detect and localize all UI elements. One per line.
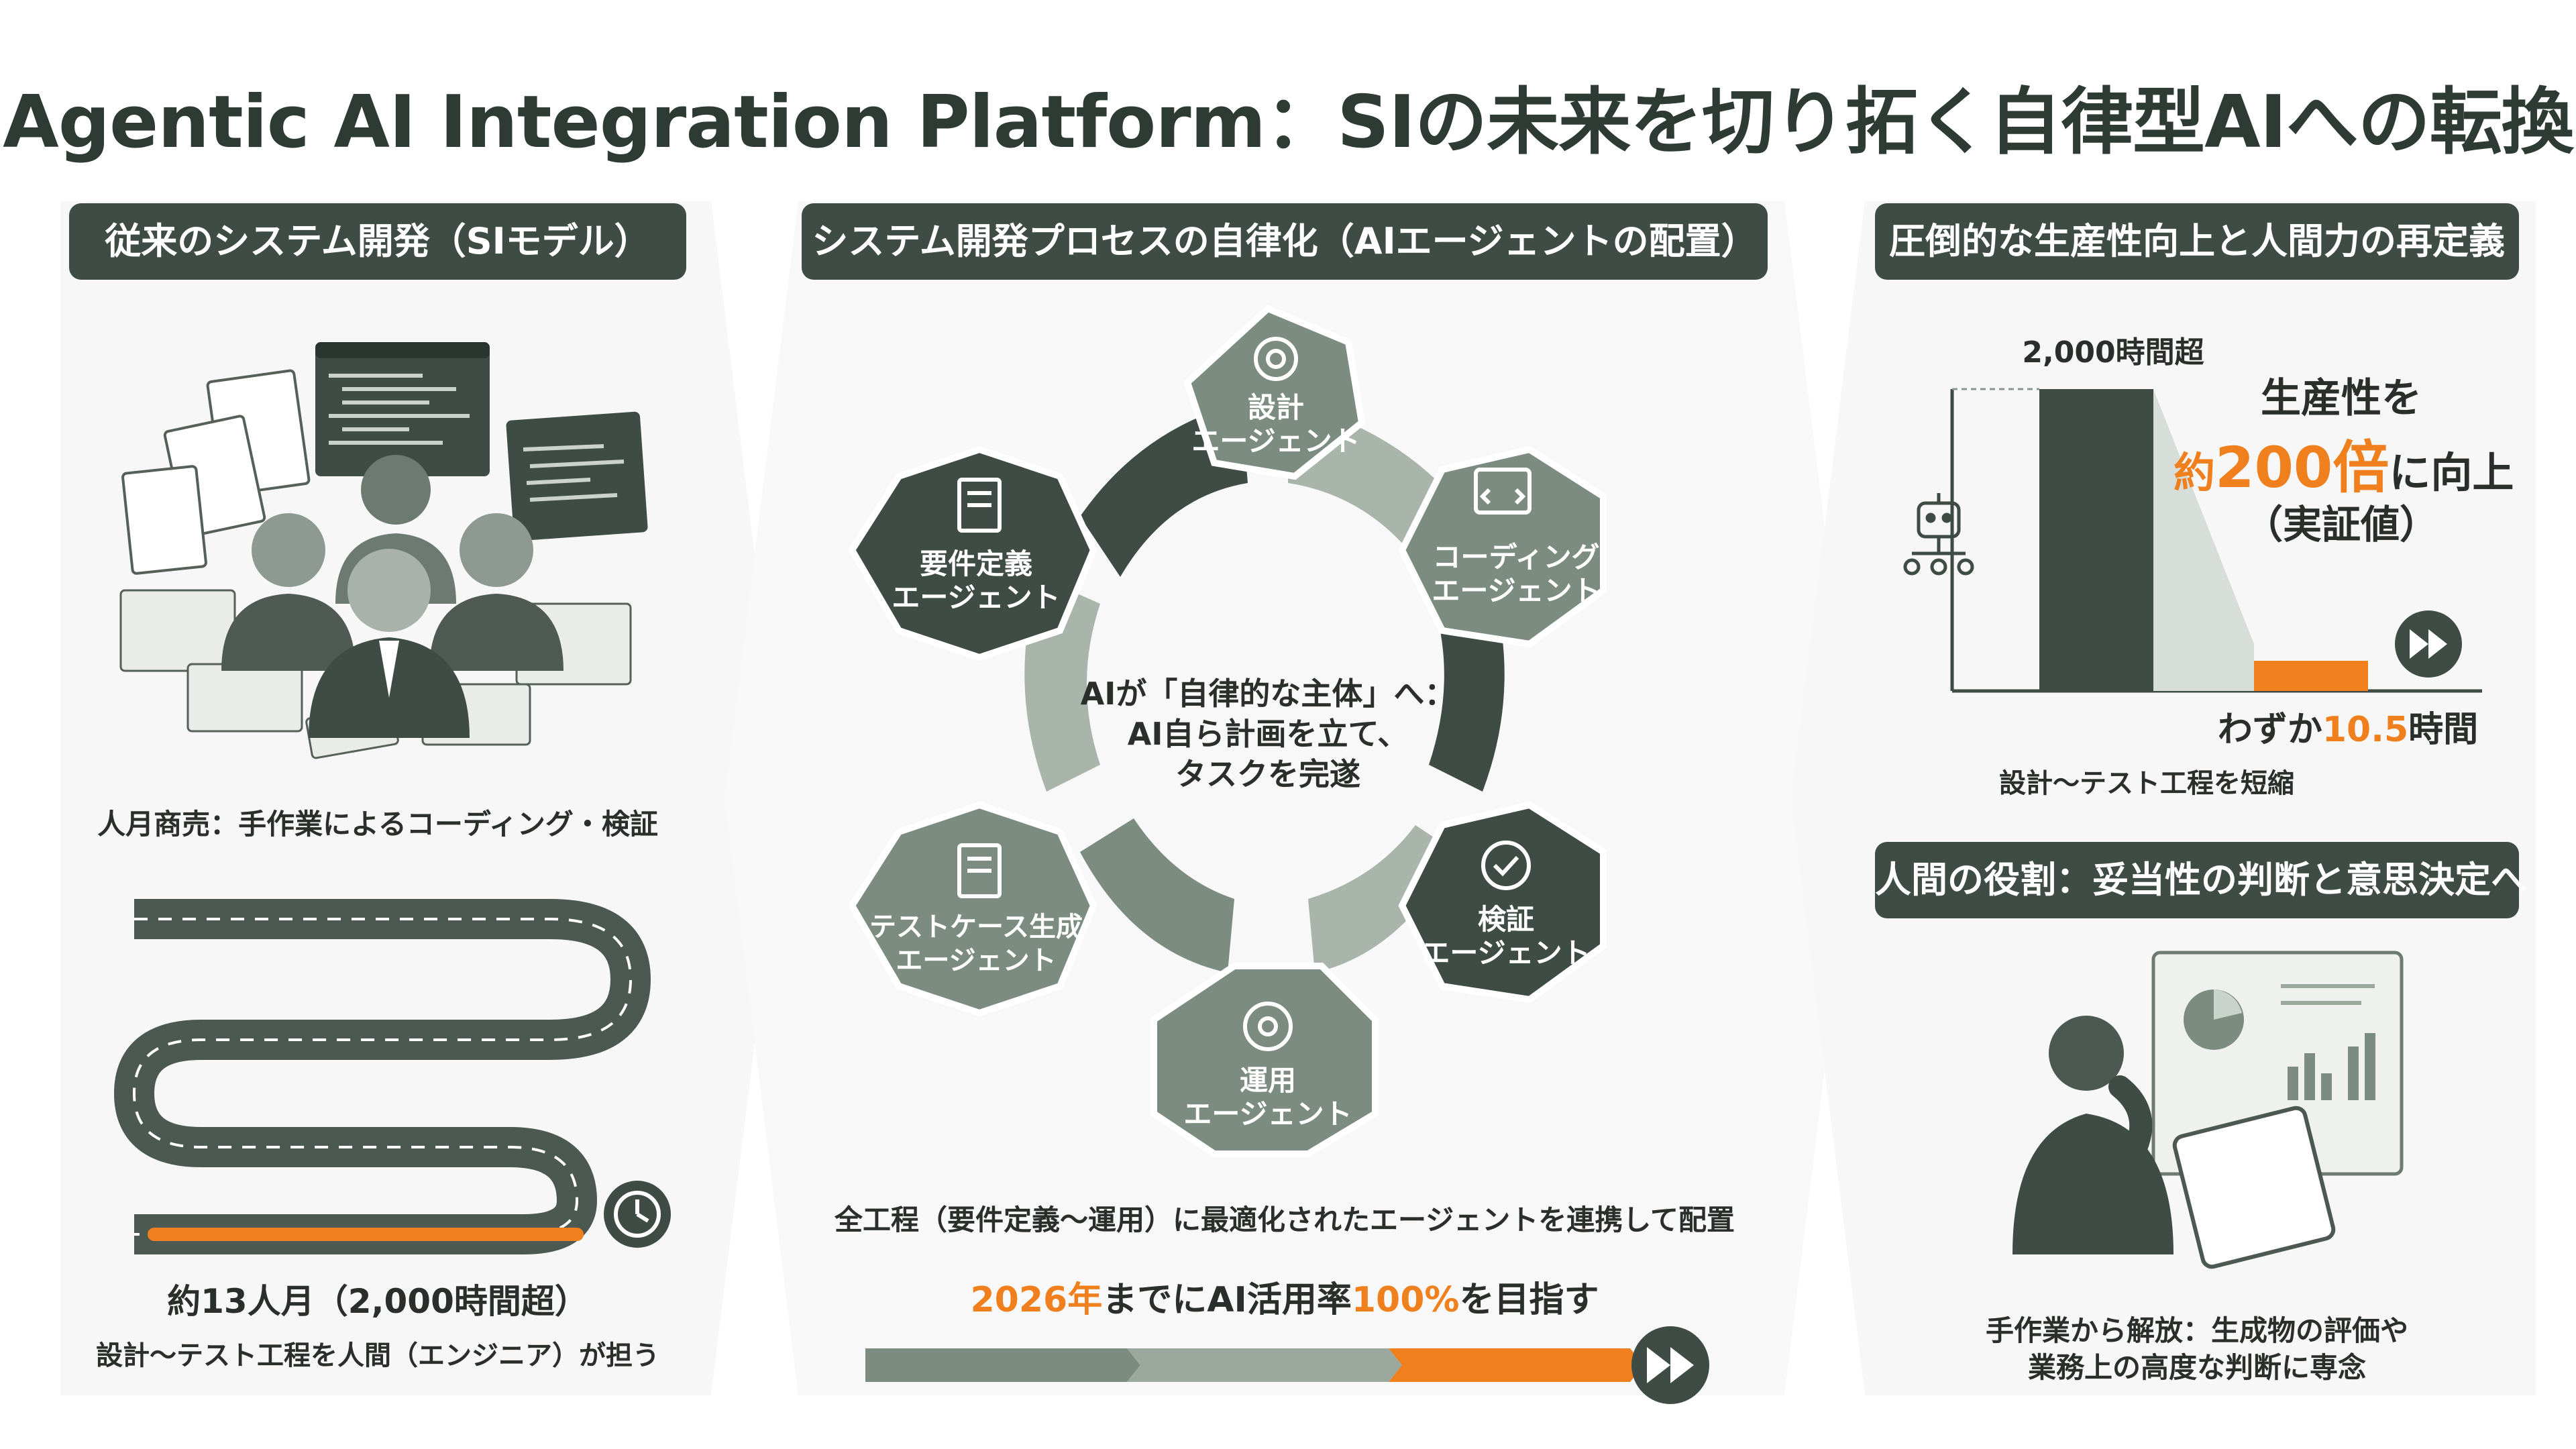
after-value: 10.5	[2322, 710, 2409, 750]
gain-line-3: （実証値）	[2243, 502, 2438, 547]
center-header: システム開発プロセスの自律化（AIエージェントの配置）	[802, 203, 1768, 280]
center-caption: 全工程（要件定義〜運用）に最適化されたエージェントを連携して配置	[835, 1203, 1735, 1236]
after-suffix: 時間	[2408, 710, 2479, 750]
fast-forward-icon	[2395, 610, 2462, 678]
goal-text: 2026年までにAI活用率100%を目指す	[802, 1271, 1768, 1322]
code-window-icon	[315, 342, 490, 476]
goal-end: を目指す	[1459, 1280, 1599, 1320]
agent-coding: コーディング エージェント	[1398, 445, 1607, 648]
svg-text:コーディング: コーディング	[1432, 541, 1599, 574]
left-metric: 約13人月（2,000時間超）	[167, 1282, 588, 1321]
svg-text:エージェント: エージェント	[892, 581, 1060, 614]
gain-suffix: に向上	[2389, 448, 2514, 497]
gear-target-icon	[1243, 1002, 1293, 1051]
dashboard-screen-icon	[2151, 951, 2404, 1176]
code-window-icon	[1474, 468, 1532, 515]
goal-year: 2026年	[970, 1280, 1103, 1320]
agent-testcase: テストケース生成 エージェント	[848, 801, 1097, 1017]
core-line-2: AI自ら計画を立て、	[1128, 716, 1408, 752]
agent-cycle-diagram: 設計 エージェント コーディング エージェント 検証 エージェント 運用 エージ…	[848, 305, 1607, 1157]
left-caption: 人月商売：手作業によるコーディング・検証	[97, 808, 658, 841]
core-line-1: AIが「自律的な主体」へ：	[1081, 676, 1456, 712]
gain-value: 200倍	[2215, 435, 2390, 500]
svg-text:エージェント: エージェント	[1421, 936, 1590, 969]
bar-label-before: 2,000時間超	[2022, 335, 2204, 370]
left-subcaption: 設計〜テスト工程を人間（エンジニア）が担う	[96, 1340, 659, 1371]
agent-requirements: 要件定義 エージェント	[848, 445, 1097, 661]
gain-line-1: 生産性を	[2261, 375, 2422, 422]
bar-shadow	[2153, 389, 2254, 691]
role-header: 人間の役割：妥当性の判断と意思決定へ	[1875, 842, 2527, 918]
robot-icon	[1903, 493, 1974, 576]
bar-before	[2039, 389, 2153, 691]
gain-line-2: 約200倍に向上	[2174, 423, 2514, 504]
fast-forward-icon	[1631, 1326, 1709, 1404]
svg-text:設計: 設計	[1248, 391, 1304, 424]
document-icon	[121, 369, 311, 575]
reduction-bar-chart: 2,000時間超	[1903, 335, 2482, 693]
clock-icon	[604, 1181, 671, 1248]
agent-design: 設計 エージェント	[1183, 305, 1366, 480]
winding-road-illustration	[114, 899, 671, 1254]
svg-text:運用: 運用	[1240, 1064, 1296, 1097]
agent-verification: 検証 エージェント	[1398, 801, 1607, 1004]
right-subcaption: 設計〜テスト工程を短縮	[1999, 768, 2294, 799]
after-prefix: わずか	[2217, 710, 2322, 750]
svg-text:エージェント: エージェント	[1191, 425, 1360, 458]
svg-text:エージェント: エージェント	[896, 945, 1056, 976]
after-label: わずか10.5時間	[2174, 701, 2522, 751]
role-line-2: 業務上の高度な判断に専念	[2027, 1351, 2366, 1384]
bar-after	[2254, 661, 2368, 691]
engineer-person-icon	[429, 513, 564, 671]
svg-text:エージェント: エージェント	[1432, 574, 1600, 607]
goal-progress-bar	[865, 1326, 1709, 1404]
engineer-person-icon	[309, 549, 470, 738]
gear-lightbulb-icon	[1254, 337, 1298, 381]
role-line-1: 手作業から解放：生成物の評価や	[1985, 1314, 2408, 1347]
left-header: 従来のシステム開発（SIモデル）	[69, 203, 686, 280]
svg-text:要件定義: 要件定義	[920, 547, 1032, 580]
engineers-illustration	[119, 342, 648, 759]
svg-text:エージェント: エージェント	[1183, 1097, 1352, 1130]
tablet-icon	[2172, 1106, 2336, 1269]
core-line-3: タスクを完遂	[1175, 756, 1360, 792]
road-path	[114, 899, 651, 1254]
document-pen-icon	[957, 478, 1002, 533]
analyst-illustration	[2012, 951, 2404, 1269]
right-header: 圧倒的な生産性向上と人間力の再定義	[1875, 203, 2519, 280]
person-thinking-icon	[2012, 1016, 2174, 1254]
gain-prefix: 約	[2174, 448, 2216, 497]
document-pen-icon	[957, 843, 1002, 898]
gear-check-icon	[1481, 841, 1531, 890]
goal-mid: までにAI活用率	[1102, 1280, 1352, 1320]
page-title: Agentic AI Integration Platform：SIの未来を切り…	[3, 80, 2574, 164]
engineer-person-icon	[221, 513, 356, 671]
svg-text:テストケース生成: テストケース生成	[869, 912, 1083, 943]
agent-operations: 運用 エージェント	[1150, 963, 1379, 1157]
code-window-icon	[506, 411, 648, 541]
svg-text:検証: 検証	[1478, 903, 1534, 936]
goal-percent: 100%	[1351, 1280, 1460, 1320]
